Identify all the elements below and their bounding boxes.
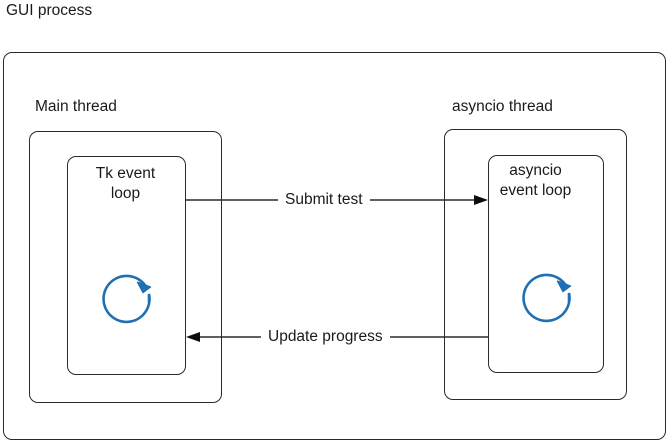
tk-event-loop-label: Tk event loop bbox=[30, 164, 221, 204]
update-progress-arrow: Update progress bbox=[186, 328, 488, 346]
circular-arrow-icon bbox=[102, 274, 152, 324]
gui-process-container bbox=[3, 52, 666, 440]
asyncio-event-loop-node bbox=[488, 155, 604, 373]
tk-event-loop-label-line1: Tk event bbox=[95, 165, 156, 182]
tk-event-loop-node bbox=[67, 156, 186, 375]
asyncio-event-loop-label-line2: event loop bbox=[499, 181, 572, 199]
gui-process-title: GUI process bbox=[6, 2, 93, 19]
asyncio-thread-container: asyncio event loop bbox=[444, 129, 627, 400]
asyncio-thread-title: asyncio thread bbox=[452, 98, 553, 115]
main-thread-title: Main thread bbox=[35, 98, 117, 115]
update-progress-label: Update progress bbox=[261, 328, 390, 346]
asyncio-event-loop-label: asyncio event loop bbox=[445, 161, 626, 201]
tk-event-loop-label-line2: loop bbox=[110, 184, 141, 202]
submit-test-arrow: Submit test bbox=[186, 191, 488, 209]
main-thread-container: Tk event loop bbox=[29, 131, 222, 403]
circular-arrow-icon bbox=[522, 273, 572, 323]
asyncio-event-loop-label-line1: asyncio bbox=[509, 162, 562, 179]
submit-test-label: Submit test bbox=[278, 191, 370, 209]
